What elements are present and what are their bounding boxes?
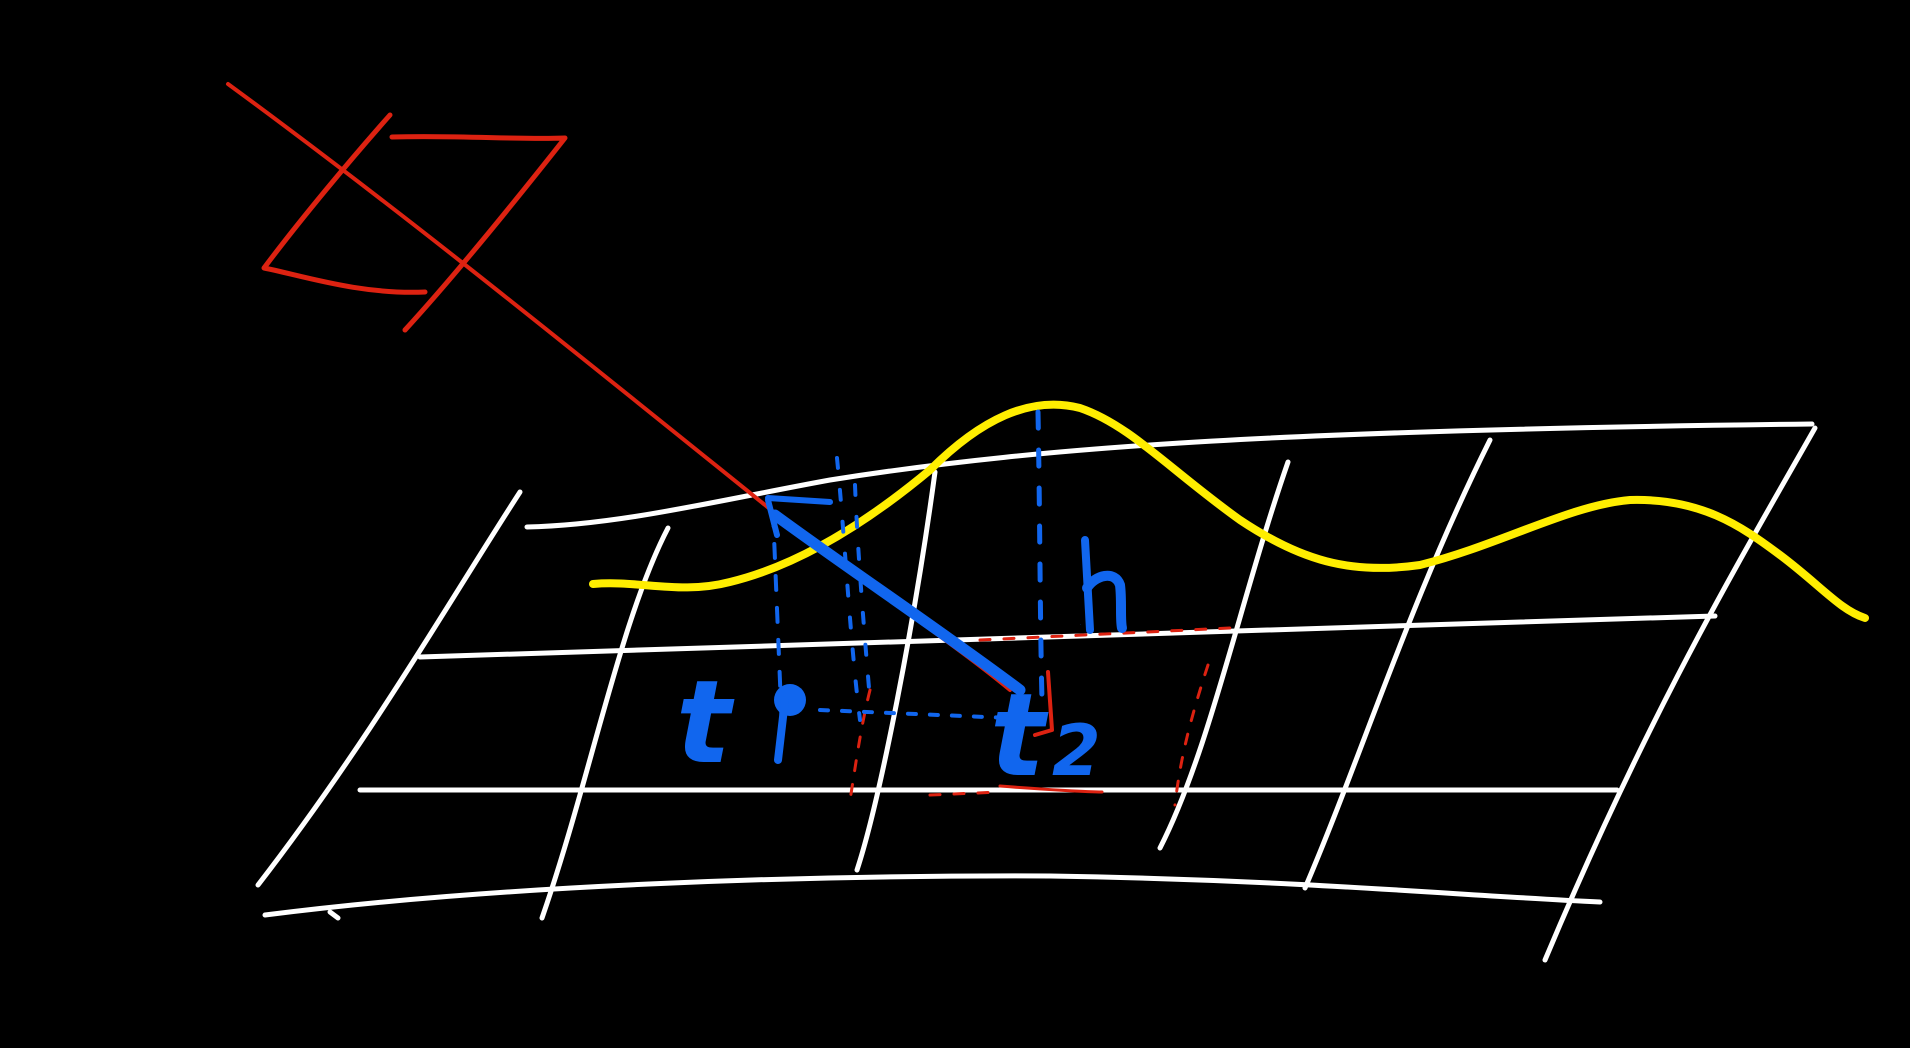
hit-projection-underline <box>998 784 1104 794</box>
ray-hit-marker <box>1033 670 1054 737</box>
label-t2: t <box>990 669 1049 803</box>
annotations <box>765 409 1127 732</box>
image-plane <box>261 112 568 333</box>
dashed-guide-mid-1 <box>835 456 862 722</box>
grid-col-line-1 <box>539 525 671 921</box>
grid-front-edge-tail <box>327 909 341 921</box>
label-t2-subscript: 2 <box>1052 710 1101 792</box>
t1-point-dot <box>774 684 806 716</box>
grid-back-edge <box>524 421 1815 530</box>
dashed-guide-t1 <box>771 510 784 732</box>
ground-grid <box>255 421 1818 963</box>
grid-left-edge <box>255 489 523 888</box>
ray-march-arrowhead <box>765 495 833 538</box>
labels: t t 2 h <box>676 624 1101 803</box>
grid-right-edge <box>1542 425 1818 963</box>
label-t1: t <box>676 656 735 790</box>
grid-front-edge <box>262 873 1603 918</box>
label-h: h <box>1080 624 1081 626</box>
grid-col-line-4 <box>1302 437 1493 891</box>
grid-col-line-3 <box>1157 459 1291 851</box>
grid-col-line-2 <box>854 469 938 873</box>
dashed-guide-h <box>1035 409 1045 703</box>
red-dashes <box>848 626 1232 807</box>
ray-march-segment <box>769 509 1026 696</box>
dashed-step-markers <box>818 708 1012 720</box>
grid-row-line-1 <box>417 613 1718 660</box>
heightfield-curve <box>589 400 1869 622</box>
t1-point-stem <box>774 696 789 764</box>
dashed-guide-mid-2 <box>853 483 872 702</box>
h-shape <box>1082 570 1127 633</box>
